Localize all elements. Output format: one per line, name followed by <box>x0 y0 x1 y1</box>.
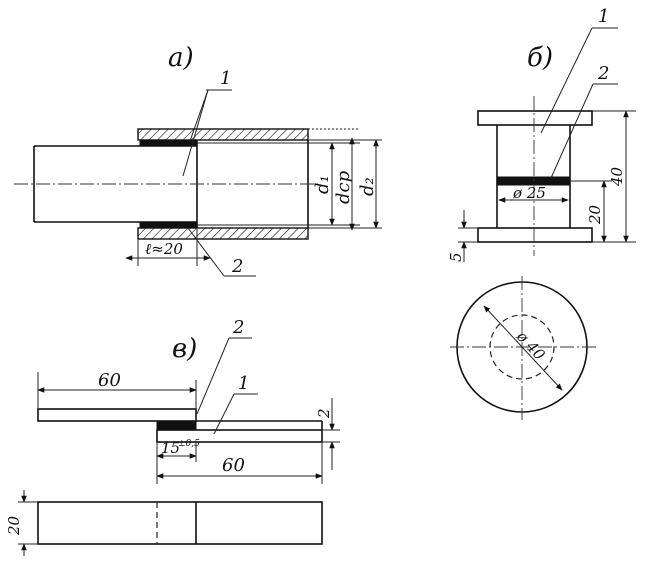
callout-1-v-text: 1 <box>238 373 249 394</box>
view-a-label: а) <box>168 43 194 73</box>
inner-diam-text: ø 25 <box>512 184 546 202</box>
dim-length-a-text: ℓ≈20 <box>145 240 183 258</box>
width-text: 20 <box>5 515 23 536</box>
callout-2-b-text: 2 <box>597 63 609 84</box>
callout-2-v: 2 <box>196 317 252 415</box>
glue-layer-bottom <box>139 221 198 229</box>
callout-1-b: 1 <box>540 6 618 134</box>
outer-diam-text: ø 40 <box>512 327 549 364</box>
bottom-strip <box>156 429 323 443</box>
callout-2-a: 2 <box>187 227 256 277</box>
dim-overlap-v: 15 ±0,5 <box>156 439 200 462</box>
bottom-length-text: 60 <box>222 455 245 476</box>
top-plate <box>477 110 593 126</box>
view-b: б) 1 2 ø 25 <box>447 6 636 420</box>
glue-layer-top <box>139 139 198 147</box>
height-text: 40 <box>608 166 626 187</box>
dim-length-a: ℓ≈20 <box>125 229 211 266</box>
view-v-label: в) <box>172 334 197 364</box>
view-a: а) 1 ℓ≈20 <box>14 43 382 277</box>
gap-text: 20 <box>586 204 604 225</box>
d2-label: d₂ <box>357 177 378 196</box>
dim-bottom-length-v: 60 <box>156 442 323 484</box>
dim-height-b: 40 <box>592 110 636 243</box>
plate-text: 5 <box>447 252 465 262</box>
callout-1-v: 1 <box>213 373 258 435</box>
top-length-text: 60 <box>98 370 121 391</box>
dim-plate-b: 5 <box>447 210 478 262</box>
dim-thickness-v: 2 <box>315 398 340 470</box>
callout-1-a-text: 1 <box>220 68 231 89</box>
overlap-tol-text: ±0,5 <box>178 439 200 449</box>
dim-diameters-a: d₁ dср d₂ <box>308 128 382 231</box>
sleeve-wall-bottom <box>137 227 309 240</box>
view-v: в) 60 60 15 ±0,5 <box>5 317 340 556</box>
callout-1-a: 1 <box>182 68 232 177</box>
dim-inner-diam-b: ø 25 <box>498 184 569 203</box>
dim-top-length-v: 60 <box>37 370 197 409</box>
view-b-label: б) <box>527 43 553 73</box>
dcp-label: dср <box>333 170 354 204</box>
d1-label: d₁ <box>312 175 333 194</box>
plan-view-v: 20 <box>5 490 323 556</box>
callout-1-b-text: 1 <box>598 6 609 27</box>
bottom-plate <box>477 227 593 243</box>
callout-2-a-text: 2 <box>231 256 243 277</box>
overlap-text: 15 <box>161 439 180 457</box>
plan-rect <box>37 501 323 545</box>
outer-diam-line <box>483 305 563 391</box>
top-strip <box>37 408 197 422</box>
glue-layer-v <box>156 420 197 431</box>
callout-2-v-text: 2 <box>232 317 244 338</box>
callout-2-b: 2 <box>550 63 618 179</box>
dim-gap-b: 20 <box>570 180 612 243</box>
thickness-text: 2 <box>315 408 333 419</box>
plan-view-b: ø 40 <box>450 276 596 420</box>
sleeve-wall-top <box>137 128 309 141</box>
